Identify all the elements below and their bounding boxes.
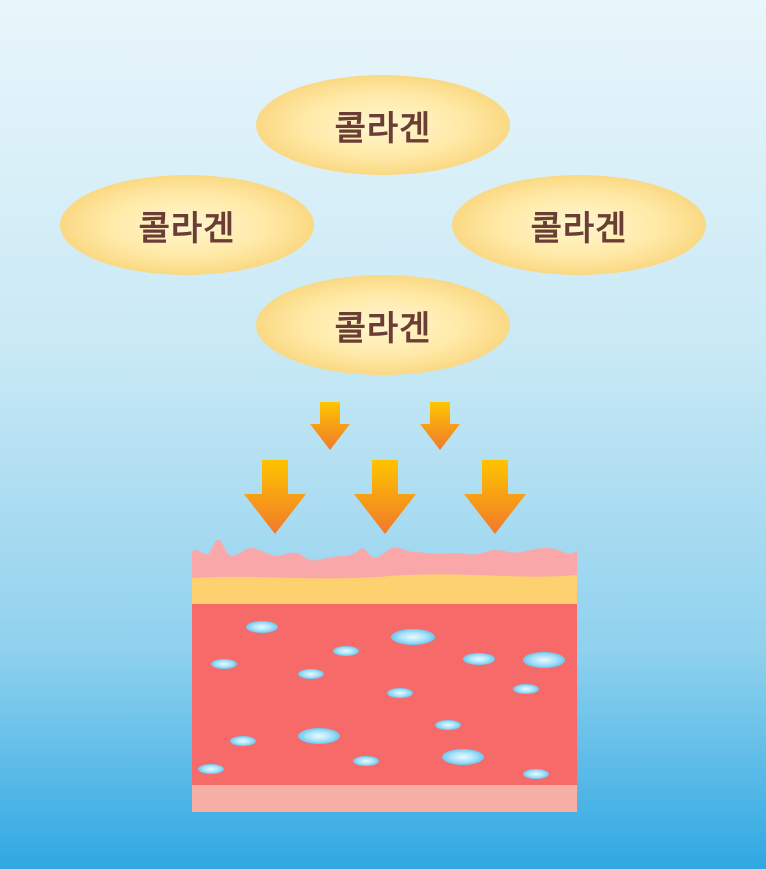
collagen-label: 콜라겐 [138, 208, 236, 249]
down-arrow-icon [354, 460, 416, 534]
collagen-bubble-left: 콜라겐 [60, 175, 314, 275]
dermis-layer [192, 604, 577, 785]
down-arrow-icon [420, 402, 460, 450]
collagen-label: 콜라겐 [334, 308, 432, 349]
collagen-label: 콜라겐 [530, 208, 628, 249]
water-droplet-icon [442, 749, 484, 765]
collagen-label: 콜라겐 [334, 108, 432, 149]
fat-layer [192, 574, 577, 604]
water-droplet-icon [298, 728, 340, 744]
water-droplet-icon [333, 646, 359, 656]
water-droplet-icon [230, 736, 256, 746]
water-droplet-icon [198, 764, 224, 774]
collagen-bubble-bottom: 콜라겐 [256, 275, 510, 375]
water-droplet-icon [513, 684, 539, 694]
water-droplet-icon [353, 756, 379, 766]
down-arrow-icon [244, 460, 306, 534]
water-droplet-icon [523, 652, 565, 668]
epidermis-layer [192, 539, 577, 580]
water-droplet-icon [298, 669, 324, 679]
collagen-bubble-right: 콜라겐 [452, 175, 706, 275]
water-droplet-icon [435, 720, 461, 730]
water-droplet-icon [463, 653, 495, 665]
base-layer [192, 785, 577, 812]
water-droplet-icon [523, 769, 549, 779]
down-arrow-icon [310, 402, 350, 450]
water-droplet-icon [387, 688, 413, 698]
water-droplet-icon [391, 629, 435, 645]
water-droplet-icon [211, 659, 237, 669]
skin-cross-section-icon [192, 539, 577, 812]
water-droplet-icon [246, 621, 278, 633]
down-arrow-icon [464, 460, 526, 534]
collagen-bubble-top: 콜라겐 [256, 75, 510, 175]
